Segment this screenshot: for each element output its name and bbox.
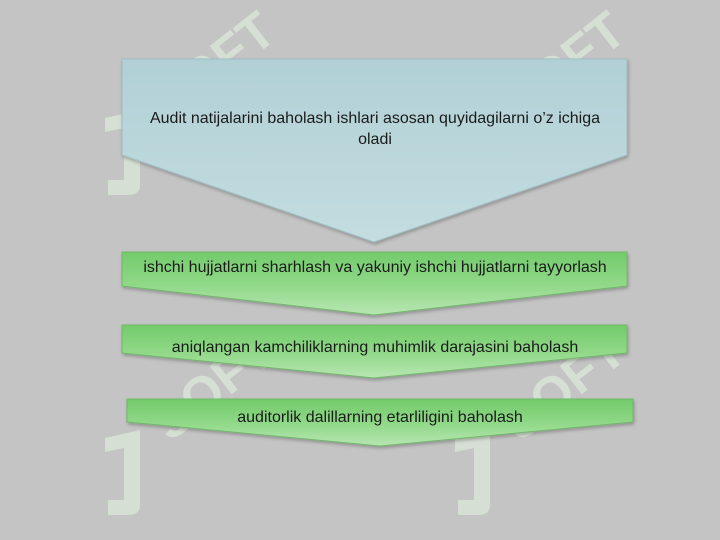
step-arrow-2-shape [121, 324, 628, 379]
step-1-text: ishchi hujjatlarni sharhlash va yakuniy … [143, 259, 607, 276]
main-arrow-shape [121, 58, 628, 243]
step-3-text: auditorlik dalillarning etarliligini bah… [237, 409, 523, 426]
step-arrow-3-shape [126, 398, 634, 447]
step-arrow-1-shape [121, 251, 628, 316]
main-arrow-text: Audit natijalarini baholash ishlari asos… [149, 110, 601, 148]
step-2-text: aniqlangan kamchiliklarning muhimlik dar… [171, 339, 579, 356]
